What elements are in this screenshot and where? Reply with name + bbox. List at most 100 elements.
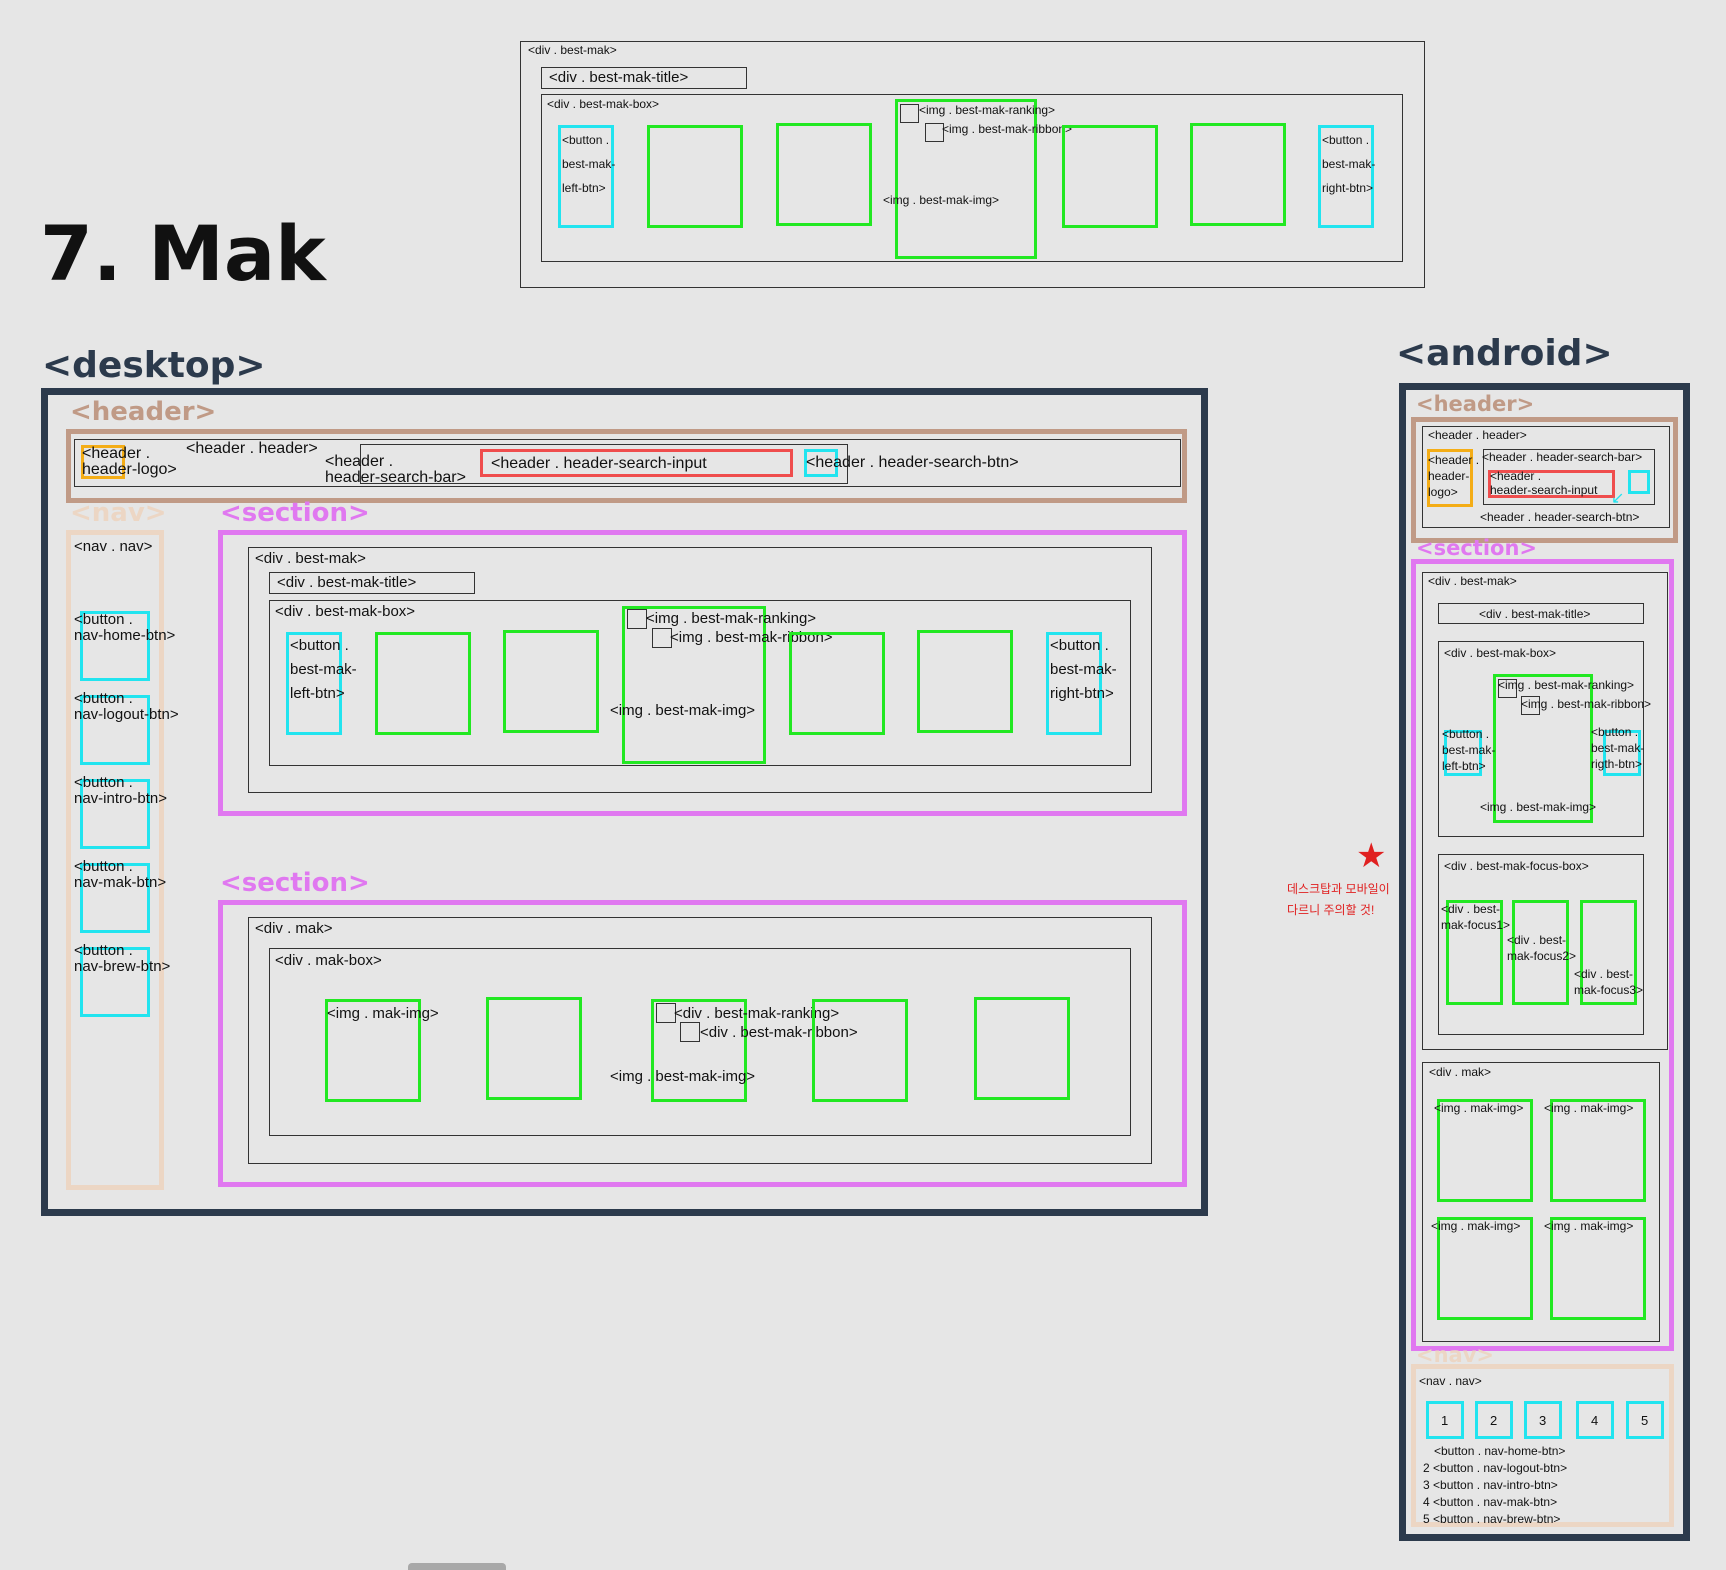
android-header-search-btn [1628,470,1650,494]
desktop-nav-intro-btn [80,779,150,849]
scrollbar-handle[interactable] [408,1563,506,1570]
android-label: <android> [1396,333,1613,374]
android-best-mak-focus-box: <div . best-mak-focus-box> <div . best- … [1438,854,1644,1035]
android-header-logo [1427,449,1473,507]
desktop-mak-box: <div . mak-box> <img . mak-img> <div . b… [269,948,1131,1136]
android-best-mak-focus3 [1580,900,1637,1005]
desktop-section2-label: <section> [220,868,370,898]
android-nav-legend-4: 4 <button . nav-mak-btn> [1423,1495,1558,1509]
desktop-label: <desktop> [42,345,266,386]
android-nav-mak-btn: 4 [1576,1401,1614,1439]
desktop-header: <header . header> <header . header-logo>… [74,439,1181,487]
android-mak-img [1437,1217,1533,1320]
top-ranking-square [900,104,919,123]
android-mak-img [1437,1099,1533,1202]
android-best-mak-focus2 [1512,900,1569,1005]
desktop-header-logo [81,445,125,479]
android-nav-label: <nav> [1416,1343,1495,1367]
desktop-best-mak-left-btn: <button . best-mak- left-btn> [286,632,357,735]
desktop-header-search-bar [360,444,848,484]
desktop-header-search-input: <header . header-search-input [480,449,793,477]
desktop-nav-mak-btn [80,863,150,933]
desktop-image-slot [789,632,885,735]
android-header-search-bar [1483,449,1655,505]
desktop-header-label: <header> [70,397,217,427]
android-section: <div . best-mak> <div . best-mak-title> … [1411,559,1674,1351]
desktop-mak-img-slot [486,997,582,1100]
desktop-header-search-btn [804,449,838,477]
desktop-frame: <header> <header . header> <header . hea… [41,388,1208,1216]
desktop-mak: <div . mak> <div . mak-box> <img . mak-i… [248,917,1152,1164]
desktop-ribbon-square [652,628,672,648]
android-nav-legend-1: <button . nav-home-btn> [1434,1444,1566,1458]
top-best-mak-img [895,99,1037,259]
desktop-best-mak-img [622,606,766,764]
desktop-mak-ranking-square [656,1003,676,1023]
desktop-nav-home-btn [80,611,150,681]
desktop-best-mak-box: <div . best-mak-box> <button . best-mak-… [269,600,1131,766]
android-header-label: <header> [1416,392,1535,416]
android-best-mak-title: <div . best-mak-title> [1438,603,1644,624]
top-image-slot [1062,125,1158,228]
android-nav-home-btn: 1 [1426,1401,1464,1439]
top-image-slot [776,123,872,226]
android-nav-brew-btn: 5 [1626,1401,1664,1439]
arrow-icon: ↙ [1611,490,1625,507]
star-icon: ★ [1356,837,1387,875]
desktop-best-mak-title: <div . best-mak-title> [269,572,475,594]
top-image-slot [1190,123,1286,226]
android-nav-legend-2: 2 <button . nav-logout-btn> [1423,1461,1568,1475]
desktop-mak-img [325,999,421,1102]
android-section-label: <section> [1416,536,1537,560]
desktop-best-mak: <div . best-mak> <div . best-mak-title> … [248,547,1152,793]
desktop-header-container: <header . header> <header . header-logo>… [66,429,1187,503]
desktop-section-mak: <div . mak> <div . mak-box> <img . mak-i… [218,900,1187,1187]
android-nav-legend-3: 3 <button . nav-intro-btn> [1423,1478,1558,1492]
desktop-section-best-mak: <div . best-mak> <div . best-mak-title> … [218,530,1187,816]
desktop-best-mak-right-btn: <button . best-mak- right-btn> [1046,632,1117,735]
top-best-mak-title: <div . best-mak-title> [541,67,747,89]
desktop-section-label: <section> [220,498,370,528]
android-header-search-input [1488,470,1615,498]
desktop-image-slot [917,630,1013,733]
android-nav: <nav . nav> 1 2 3 4 5 <button . nav-home… [1411,1364,1674,1527]
desktop-mak-ribbon-square [680,1022,700,1042]
android-header: <header . header> <header . header- logo… [1422,426,1670,528]
desktop-mak-img-slot [812,999,908,1102]
desktop-nav-logout-btn [80,695,150,765]
desktop-image-slot [375,632,471,735]
desktop-ranking-square [627,609,647,629]
top-best-mak-right-btn: <button . best-mak- right-btn> [1318,125,1375,228]
android-best-mak-box: <div . best-mak-box> <img . best-mak-ran… [1438,641,1651,837]
desktop-mak-best-img [651,999,747,1102]
android-nav-intro-btn: 3 [1524,1401,1562,1439]
android-header-container: <header . header> <header . header- logo… [1411,417,1678,543]
android-nav-logout-btn: 2 [1475,1401,1513,1439]
android-best-mak-img [1493,674,1593,823]
android-best-mak-right-btn [1603,730,1641,776]
top-best-mak-diagram: <div . best-mak> <div . best-mak-title> … [520,41,1425,288]
top-image-slot [647,125,743,228]
android-ribbon-square [1521,696,1540,715]
android-best-mak: <div . best-mak> <div . best-mak-title> … [1422,572,1668,1050]
note-line-1: 데스크탑과 모바일이 [1287,882,1390,896]
android-nav-legend-5: 5 <button . nav-brew-btn> [1423,1512,1561,1526]
desktop-nav-brew-btn [80,947,150,1017]
desktop-image-slot [503,630,599,733]
desktop-nav-label: <nav> [70,498,167,528]
top-best-mak-box: <div . best-mak-box> <button . best-mak-… [541,94,1403,262]
android-best-mak-left-btn [1444,730,1482,776]
android-frame: <header> <header . header> <header . hea… [1399,383,1690,1541]
android-mak-img [1550,1099,1646,1202]
note-line-2: 다르니 주의할 것! [1287,903,1375,917]
android-ranking-square [1498,679,1517,698]
desktop-mak-img-slot [974,997,1070,1100]
page-title: 7. Mak [40,209,326,298]
android-best-mak-focus1 [1446,900,1503,1005]
top-best-mak-label: <div . best-mak> [528,43,617,57]
android-mak-img [1550,1217,1646,1320]
android-mak: <div . mak> <img . mak-img> <img . mak-i… [1422,1062,1660,1342]
desktop-nav-container: <nav . nav> <button . nav-home-btn> <but… [66,530,179,1190]
top-ribbon-square [925,123,944,142]
top-best-mak-left-btn: <button . best-mak- left-btn> [558,125,615,228]
